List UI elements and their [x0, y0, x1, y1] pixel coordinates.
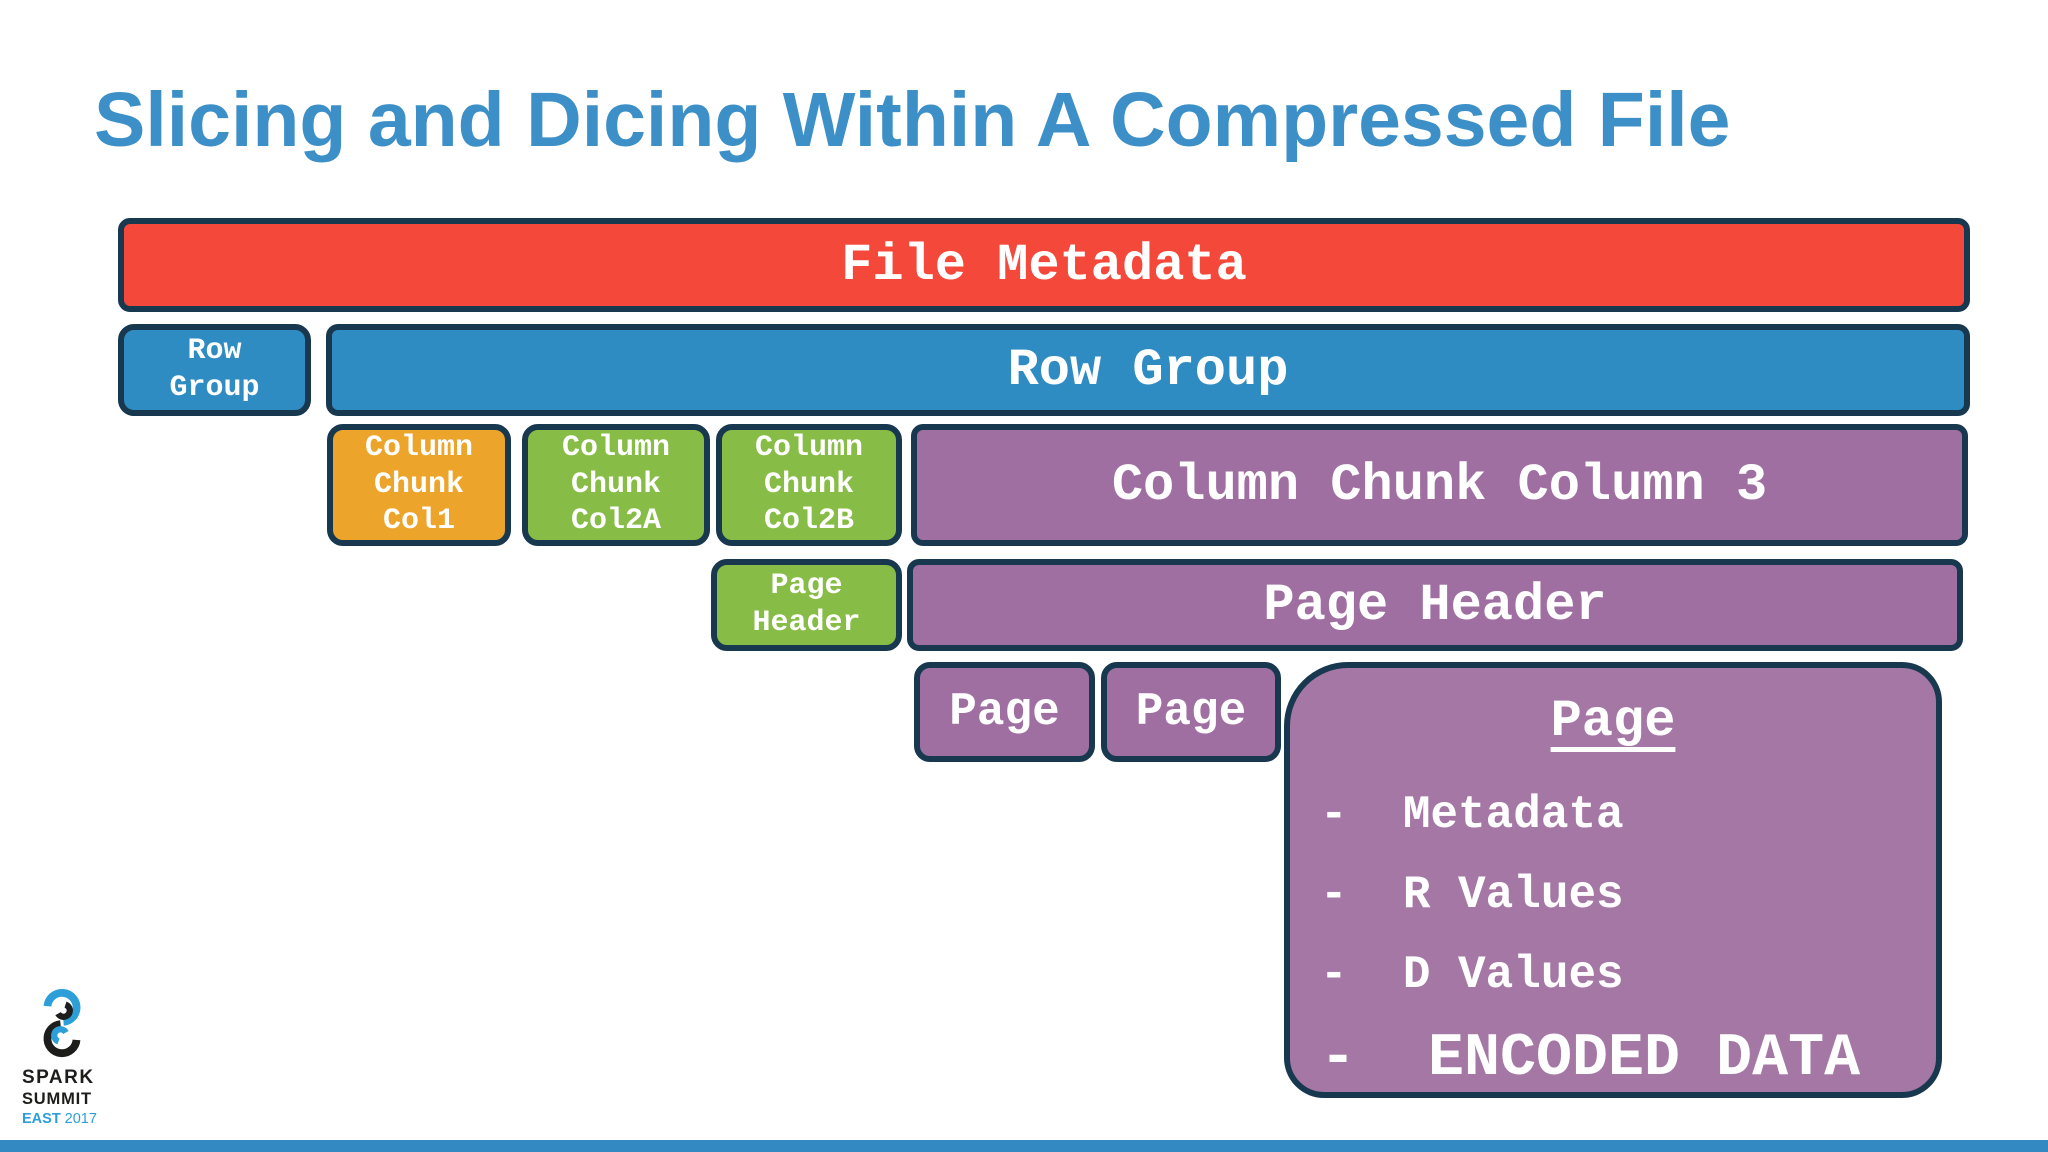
column-chunk-col2a-box: Column Chunk Col2A	[522, 424, 710, 546]
column-chunk-col3-box: Column Chunk Column 3	[911, 424, 1968, 546]
column-chunk-col2b-box: Column Chunk Col2B	[716, 424, 902, 546]
page-detail-item-metadata: - Metadata	[1320, 789, 1624, 841]
page-1-label: Page	[949, 686, 1060, 738]
file-metadata-box: File Metadata	[118, 218, 1970, 312]
page-detail-item-d-values: - D Values	[1320, 949, 1624, 1001]
column-chunk-col2a-label: Column Chunk Col2A	[561, 431, 671, 539]
row-group-small-label: Row Group	[169, 334, 260, 405]
page-detail-box: Page - Metadata - R Values - D Values - …	[1284, 662, 1942, 1098]
page-2-label: Page	[1135, 686, 1247, 738]
row-group-small-box: Row Group	[118, 324, 311, 416]
column-chunk-col2b-label: Column Chunk Col2B	[754, 431, 864, 539]
page-detail-title: Page	[1550, 692, 1676, 751]
row-group-box: Row Group	[326, 324, 1970, 416]
logo-text-east: EAST	[22, 1111, 61, 1127]
logo-text-spark: SPARK	[22, 1067, 95, 1088]
logo-text-year: 2017	[64, 1111, 97, 1127]
page-box-2: Page	[1101, 662, 1281, 762]
slide-title: Slicing and Dicing Within A Compressed F…	[94, 77, 1731, 163]
page-header-small-label: Page Header	[752, 569, 861, 640]
page-box-1: Page	[914, 662, 1095, 762]
file-metadata-label: File Metadata	[841, 235, 1247, 295]
page-detail-item-r-values: - R Values	[1320, 869, 1624, 921]
column-chunk-col3-label: Column Chunk Column 3	[1111, 455, 1768, 515]
column-chunk-col1-box: Column Chunk Col1	[327, 424, 511, 546]
page-header-small-box: Page Header	[711, 559, 902, 651]
page-header-box: Page Header	[907, 559, 1963, 651]
column-chunk-col1-label: Column Chunk Col1	[364, 431, 474, 539]
logo-text-summit: SUMMIT	[22, 1090, 92, 1108]
row-group-label: Row Group	[1007, 340, 1289, 400]
spark-summit-swirl-icon	[43, 988, 81, 1058]
page-detail-list: - Metadata - R Values - D Values - ENCOD…	[1290, 775, 1936, 1103]
footer-bar	[0, 1140, 2048, 1152]
page-header-label: Page Header	[1263, 575, 1607, 635]
page-detail-item-encoded-data: - ENCODED DATA	[1320, 1025, 1861, 1093]
